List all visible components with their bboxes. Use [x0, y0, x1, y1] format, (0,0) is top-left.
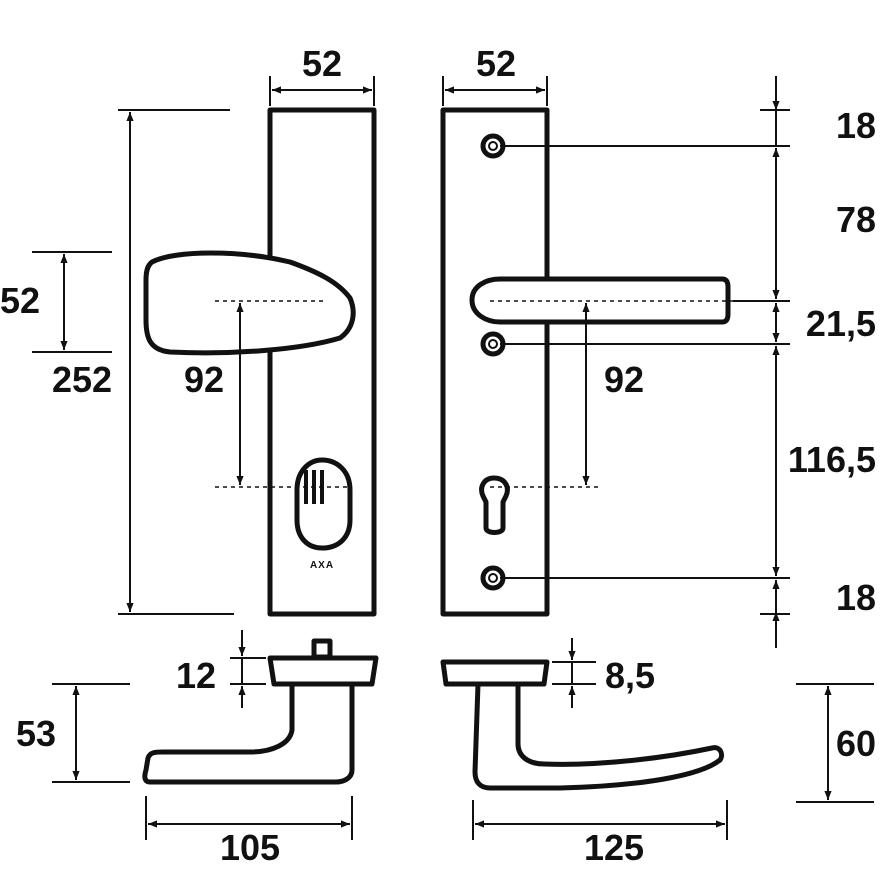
middle-screw-hole — [480, 331, 506, 357]
front-plate-width-label: 52 — [302, 43, 342, 84]
knob-rosette-height-label: 12 — [176, 655, 216, 696]
knob-side-lever — [142, 681, 355, 785]
back-lever-handle — [469, 276, 731, 325]
back-plate-width-label: 52 — [476, 43, 516, 84]
screw-to-handle-label: 78 — [836, 199, 876, 240]
screw-to-cylinder-label: 116,5 — [788, 439, 876, 480]
plate-length-label: 252 — [52, 359, 112, 400]
bottom-screw-offset-label: 18 — [836, 577, 876, 618]
knob-height-label: 52 — [0, 280, 40, 321]
lever-side-handle — [472, 681, 725, 791]
front-knob — [143, 250, 356, 356]
lever-length-label: 125 — [584, 827, 644, 868]
knob-depth-label: 53 — [16, 713, 56, 754]
dimension-arrows — [60, 76, 832, 828]
knob-length-label: 105 — [220, 827, 280, 868]
axa-logo: AXA — [310, 560, 334, 571]
back-plate — [440, 107, 550, 617]
handle-to-screw-label: 21,5 — [806, 303, 876, 344]
lever-side-profile — [440, 659, 725, 791]
front-center-distance-label: 92 — [184, 359, 224, 400]
front-plate-view: AXA — [143, 107, 377, 617]
lever-rosette-height-label: 8,5 — [605, 655, 655, 696]
knob-side-profile — [142, 638, 379, 785]
lever-depth-label: 60 — [836, 723, 876, 764]
back-center-distance-label: 92 — [604, 359, 644, 400]
keyhole — [479, 475, 510, 535]
back-plate-view — [440, 107, 731, 617]
top-screw-offset-label: 18 — [836, 105, 876, 146]
thumb-turn-escutcheon — [294, 457, 353, 551]
